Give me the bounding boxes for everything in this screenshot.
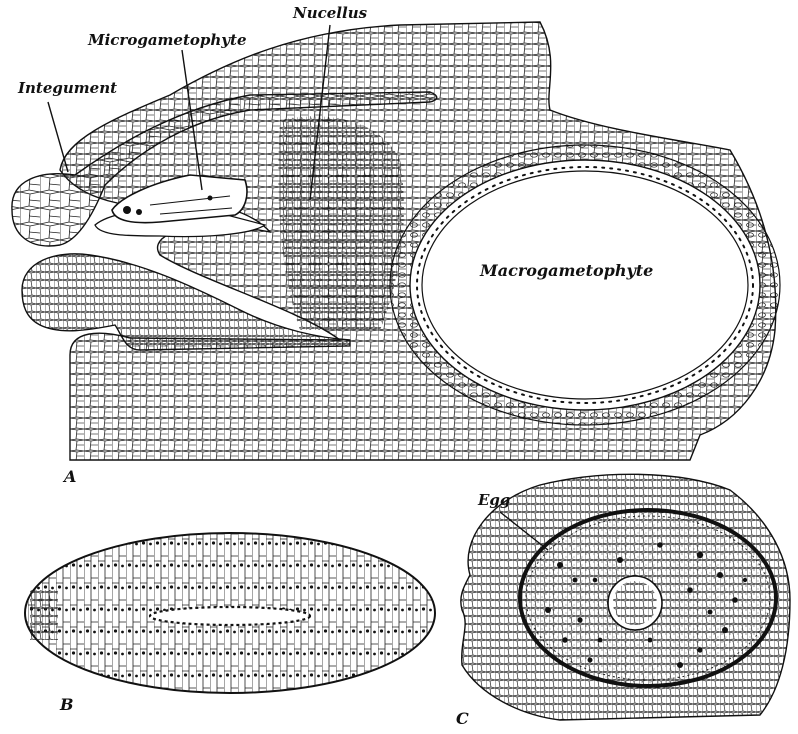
label-integument: Integument bbox=[17, 79, 117, 97]
panel-label-b: B bbox=[59, 695, 74, 714]
panel-label-a: A bbox=[62, 467, 76, 486]
panel-b-left-cells bbox=[30, 590, 58, 640]
panel-c-egg: Egg C bbox=[456, 474, 790, 728]
panel-b-cavity bbox=[150, 607, 310, 625]
microgametophyte-nucleus bbox=[123, 206, 131, 214]
label-egg: Egg bbox=[477, 491, 510, 509]
nucellus-dense bbox=[278, 116, 404, 330]
panel-b-section: B bbox=[25, 533, 435, 714]
panel-a-ovule: Integument Microgametophyte Nucellus Mac… bbox=[12, 4, 780, 486]
label-microgametophyte: Microgametophyte bbox=[87, 31, 246, 49]
panel-label-c: C bbox=[456, 709, 469, 728]
macrogametophyte-cavity bbox=[417, 167, 753, 403]
label-macrogametophyte: Macrogametophyte bbox=[479, 261, 653, 280]
label-nucellus: Nucellus bbox=[292, 4, 368, 22]
integument-leader bbox=[48, 102, 68, 172]
microgametophyte-nucleus-2 bbox=[136, 209, 142, 215]
